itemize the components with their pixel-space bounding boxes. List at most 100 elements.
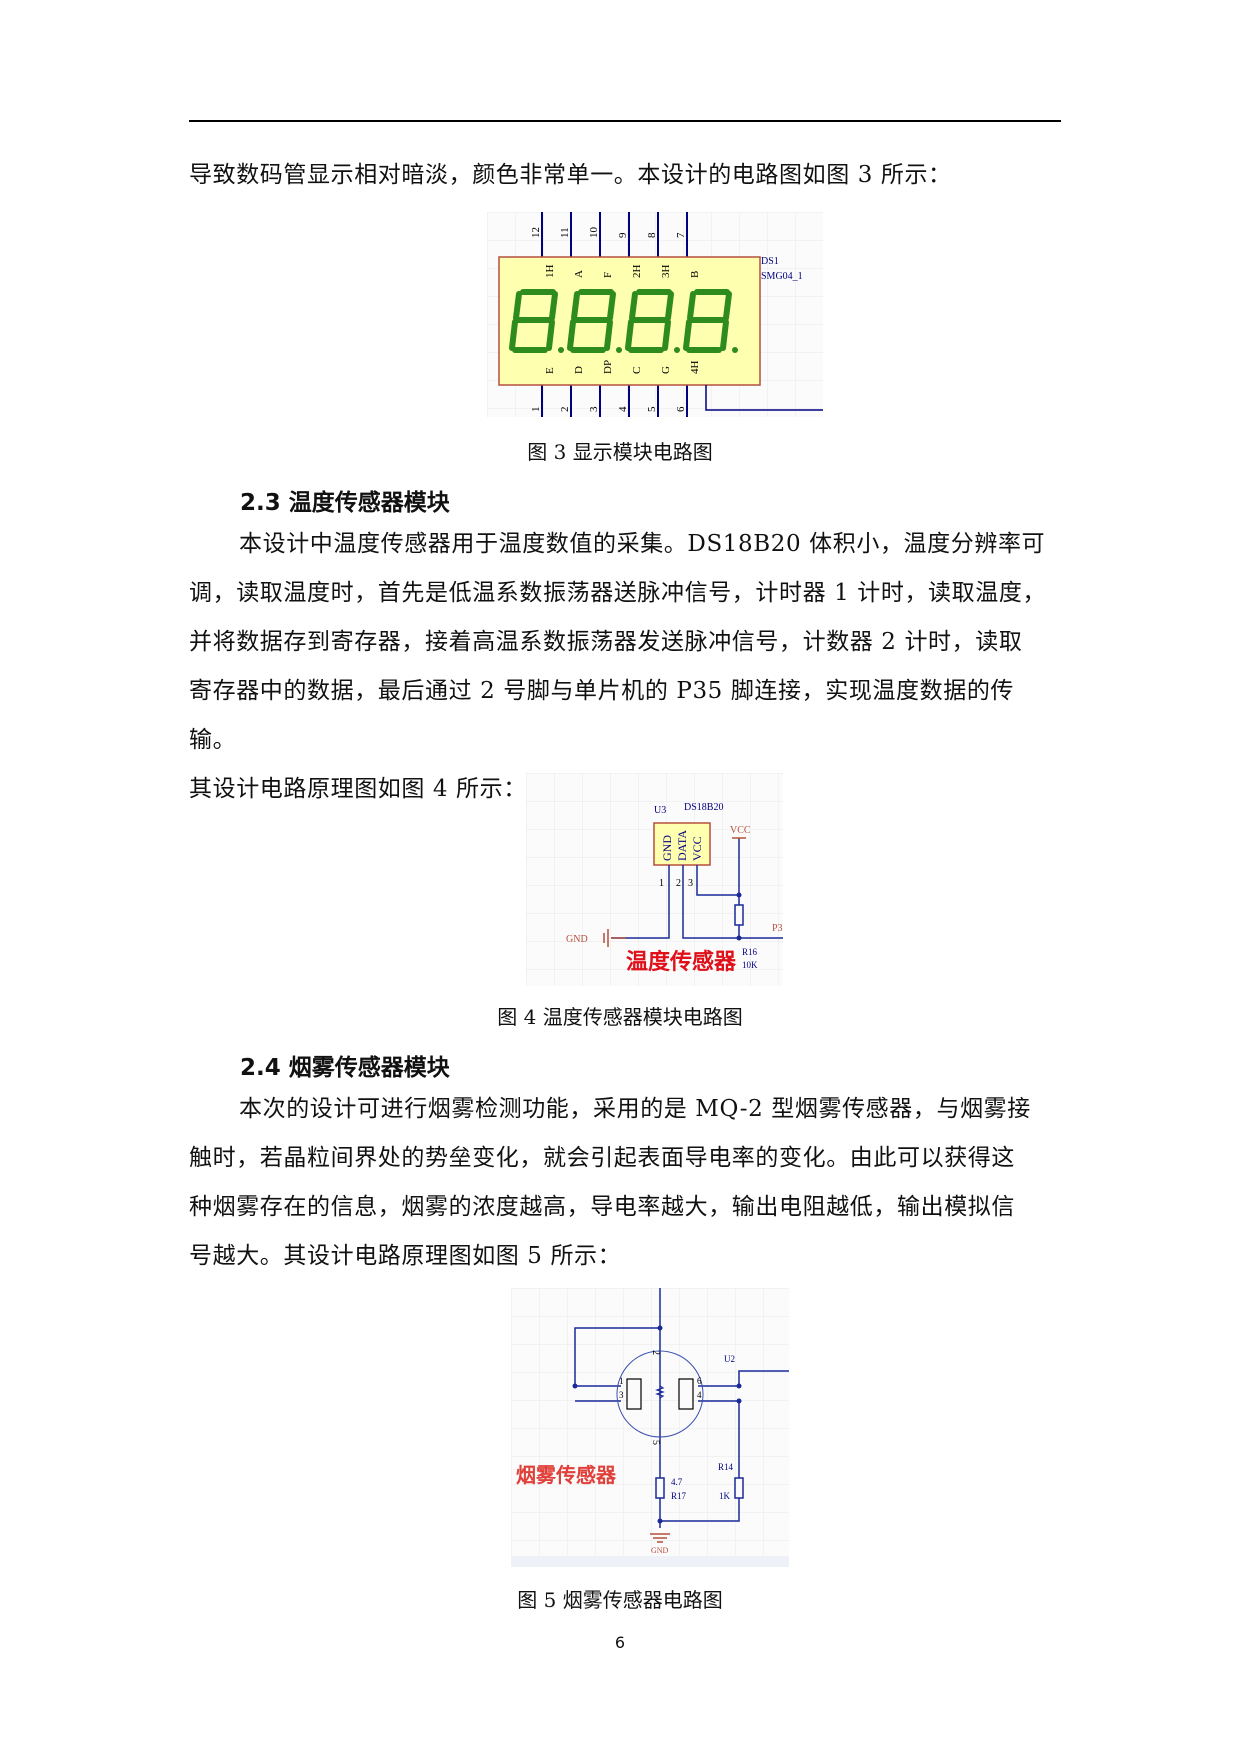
seven-segment-digit (567, 289, 622, 353)
pin-label: 4H (689, 361, 701, 375)
pin-number: 1 (619, 1376, 624, 1386)
figure-4-caption: 图 4 温度传感器模块电路图 (497, 1005, 743, 1029)
section-heading-2-4: 2.4 烟雾传感器模块 (240, 1055, 450, 1081)
pin-number: 6 (697, 1376, 702, 1386)
figure-3-caption: 图 3 显示模块电路图 (527, 440, 713, 464)
pin-label: G (660, 366, 672, 374)
text-line: 种烟雾存在的信息，烟雾的浓度越高，导电率越大，输出电阻越低，输出模拟信 (189, 1194, 1015, 1220)
resistor-value: 4.7 (671, 1477, 683, 1487)
pin-label: A (573, 270, 585, 278)
segment (549, 291, 558, 321)
pin-number: 1 (530, 407, 542, 413)
pin-number: 2 (676, 878, 681, 889)
pin-number: 4 (617, 406, 629, 412)
designator-label: U3 (654, 805, 666, 816)
resistor-r14 (734, 1477, 744, 1499)
section-heading-2-3: 2.3 温度传感器模块 (240, 490, 450, 516)
resistor-value: 1K (719, 1491, 731, 1501)
pin-label-data: DATA (675, 830, 689, 861)
text-line: 触时，若晶粒间界处的势垒变化，就会引起表面导电率的变化。由此可以获得这 (189, 1145, 1015, 1171)
part-label: SMG04_1 (761, 271, 803, 282)
ds18b20-body (653, 822, 711, 866)
figure-5-smoke-circuit: GND 2 1 3 6 4 5 U2 4.7 R17 R14 1K 烟雾传感器 (511, 1288, 789, 1567)
resistor-label: R17 (671, 1491, 687, 1501)
decimal-point (732, 347, 738, 353)
segment (567, 319, 576, 351)
segment (546, 319, 555, 351)
vcc-label: VCC (730, 825, 751, 836)
paragraph-intro: 导致数码管显示相对暗淡，颜色非常单一。本设计的电路图如图 3 所示： (189, 151, 1061, 200)
part-label: DS18B20 (684, 802, 723, 813)
text-line: 其设计电路原理图如图 4 所示： (189, 776, 527, 802)
pin-label-gnd: GND (660, 835, 674, 861)
text-line: 本设计中温度传感器用于温度数值的采集。DS18B20 体积小，温度分辨率可 (239, 531, 1046, 557)
resistor-label: R14 (718, 1462, 734, 1472)
pin-number: 7 (675, 232, 687, 238)
pin-label: F (602, 272, 614, 278)
segment (629, 291, 638, 321)
figure-4-title-label: 温度传感器 (626, 949, 737, 975)
paragraph-2-4: 本次的设计可进行烟雾检测功能，采用的是 MQ-2 型烟雾传感器，与烟雾接 触时，… (189, 1085, 1061, 1281)
decimal-point (616, 347, 622, 353)
pin-number: 8 (646, 232, 658, 238)
pin-number: 9 (617, 232, 629, 238)
text-line: 调，读取温度时，首先是低温系数振荡器送脉冲信号，计时器 1 计时，读取温度， (189, 580, 1047, 606)
pin-number: 1 (659, 878, 664, 889)
segment (625, 319, 634, 351)
pin-label: 2H (631, 265, 643, 279)
pin-number: 12 (530, 227, 542, 238)
figure-5-title-label: 烟雾传感器 (516, 1463, 617, 1487)
pin-label: 3H (660, 265, 672, 279)
pin-label: E (544, 367, 556, 374)
seven-segment-digit (625, 289, 680, 353)
text-line: 本次的设计可进行烟雾检测功能，采用的是 MQ-2 型烟雾传感器，与烟雾接 (239, 1096, 1031, 1122)
segment (513, 291, 522, 321)
pin-label-vcc: VCC (690, 836, 704, 861)
header-rule (189, 120, 1061, 122)
pin-number: 5 (646, 406, 658, 412)
pin-number: 6 (675, 406, 687, 412)
pin-number: 2 (650, 1350, 661, 1355)
segment (509, 319, 518, 351)
resistor-label: R16 (742, 947, 758, 957)
segment (571, 291, 580, 321)
pin-number: 10 (588, 227, 600, 239)
pin-number: 2 (559, 407, 571, 413)
segment (604, 319, 613, 351)
segment (687, 291, 696, 321)
segment (683, 319, 692, 351)
pin-label: B (689, 271, 701, 278)
figure-5-caption: 图 5 烟雾传感器电路图 (517, 1588, 723, 1612)
pin-label: DP (602, 360, 614, 374)
resistor-value: 10K (742, 960, 758, 970)
figure-3-display-circuit: DS1 SMG04_1 121HE111AD210FDP392HC483HG57… (487, 212, 823, 417)
decimal-point (674, 347, 680, 353)
pin-number: 5 (650, 1440, 661, 1445)
text-line: 导致数码管显示相对暗淡，颜色非常单一。本设计的电路图如图 3 所示： (189, 162, 952, 188)
gnd-label: GND (651, 1546, 669, 1555)
resistor-r17 (655, 1477, 665, 1499)
designator-label: U2 (724, 1354, 735, 1364)
segment (662, 319, 671, 351)
pin-number: 11 (559, 227, 571, 238)
text-line: 并将数据存到寄存器，接着高温系数振荡器发送脉冲信号，计数器 2 计时，读取 (189, 629, 1023, 655)
designator-label: DS1 (761, 256, 779, 267)
segment (665, 291, 674, 321)
pin-label: 1H (544, 265, 556, 279)
decimal-point (558, 347, 564, 353)
paragraph-2-3: 本设计中温度传感器用于温度数值的采集。DS18B20 体积小，温度分辨率可 调，… (189, 520, 1061, 814)
resistor-r16 (734, 904, 744, 926)
text-line: 号越大。其设计电路原理图如图 5 所示： (189, 1243, 622, 1269)
page-number: 6 (614, 1633, 626, 1652)
segment (607, 291, 616, 321)
segment (720, 319, 729, 351)
pin-number: 3 (688, 878, 693, 889)
pin-number: 3 (588, 406, 600, 412)
pin-label: D (573, 366, 585, 374)
gnd-label: GND (566, 934, 588, 945)
figure-4-temperature-circuit: U3 DS18B20 GND DATA VCC 1 2 3 VCC GND P3… (526, 773, 783, 986)
seven-segment-digit (683, 289, 738, 353)
seven-segment-digit (509, 289, 564, 353)
pin-number: 3 (619, 1390, 624, 1400)
segment (723, 291, 732, 321)
